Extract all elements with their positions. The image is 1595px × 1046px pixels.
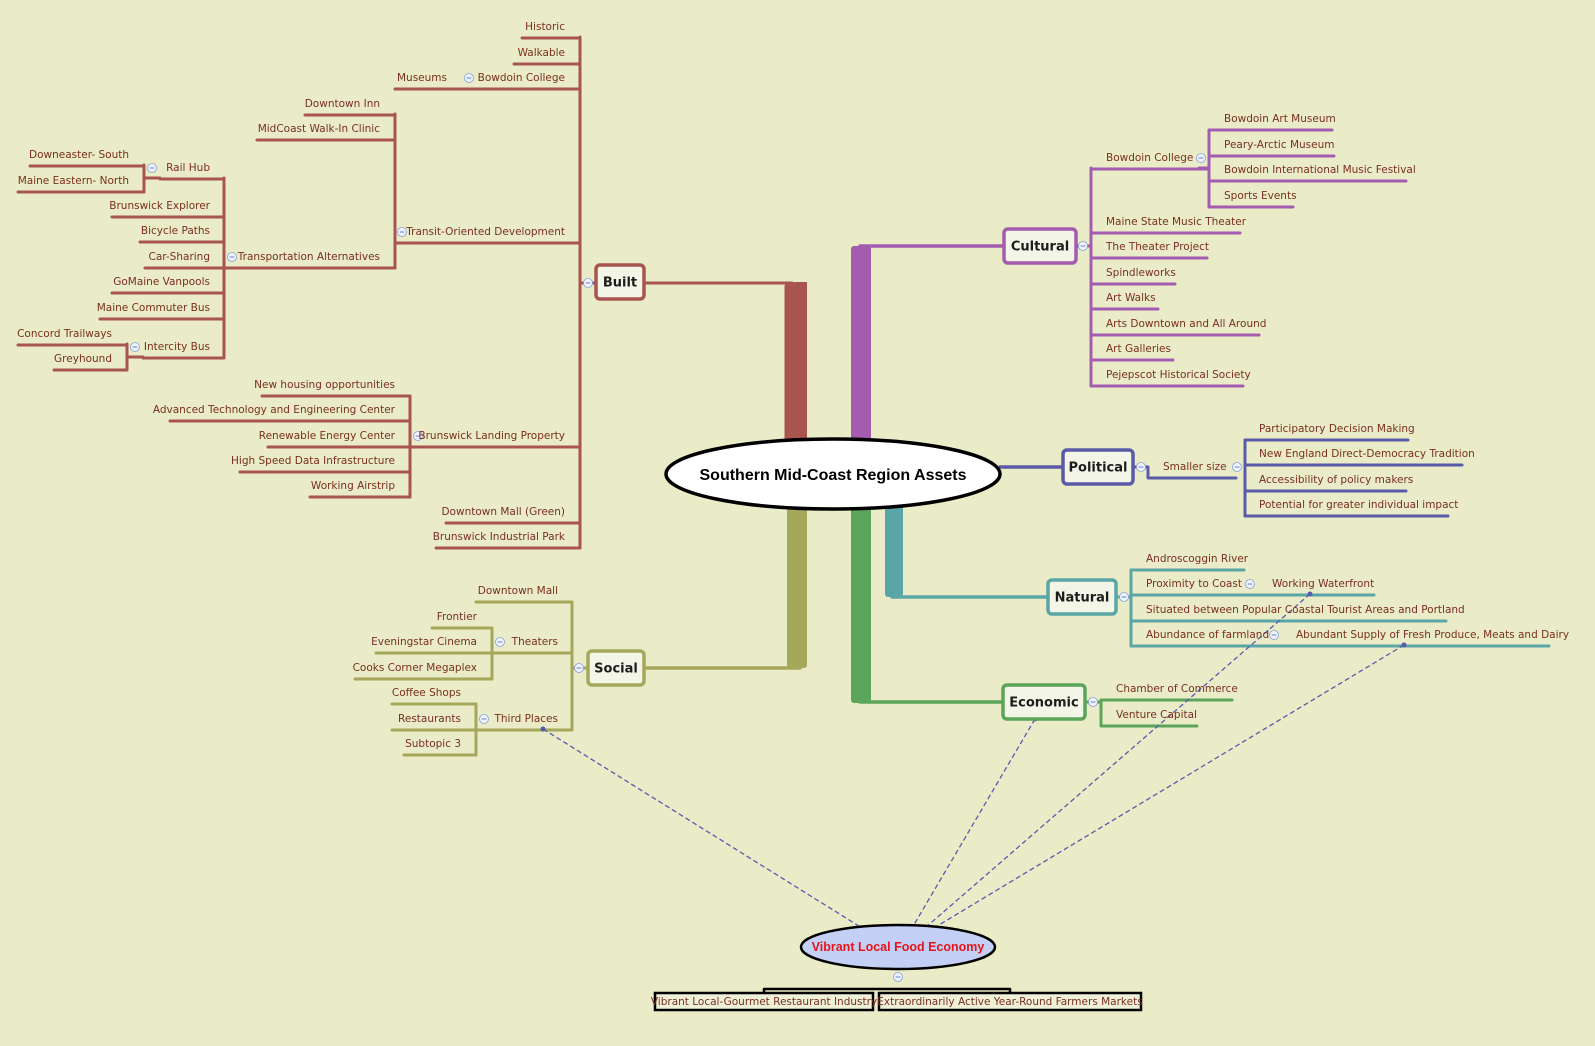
topic-label: Abundance of farmland [1146, 629, 1269, 641]
cultural-branch-bar [851, 246, 871, 446]
natural-branch-bar [885, 500, 903, 597]
topic-label: Car-Sharing [148, 251, 210, 263]
topic-label: New housing opportunities [254, 379, 395, 391]
relationship-link-end [540, 726, 546, 732]
food-child-label: Vibrant Local-Gourmet Restaurant Industr… [651, 996, 877, 1008]
topic-label: Abundant Supply of Fresh Produce, Meats … [1296, 629, 1569, 641]
food-economy-node[interactable] [799, 923, 997, 971]
topic-label: Accessibility of policy makers [1259, 474, 1413, 486]
food-child-box[interactable] [653, 991, 875, 1012]
topic-label: Potential for greater individual impact [1259, 499, 1458, 511]
built-branch-bar [787, 284, 807, 452]
topic-label: Sports Events [1224, 190, 1297, 202]
topic-label: Renewable Energy Center [259, 430, 396, 442]
topic-label: Downtown Mall [478, 585, 558, 597]
political-node-label: Political [1069, 461, 1128, 476]
relationship-link [924, 593, 1311, 929]
food-child-box[interactable] [877, 991, 1143, 1012]
central-node-label: Southern Mid-Coast Region Assets [700, 467, 967, 484]
cultural-node[interactable] [1002, 227, 1078, 265]
topic-label: Maine Commuter Bus [97, 302, 210, 314]
topic-label: New England Direct-Democracy Tradition [1259, 448, 1475, 460]
topic-label: Historic [525, 21, 565, 33]
topic-label: Bowdoin Art Museum [1224, 113, 1336, 125]
topic-label: GoMaine Vanpools [113, 276, 210, 288]
relationship-link [542, 728, 863, 929]
topic-label: Bicycle Paths [141, 225, 210, 237]
topic-label: MidCoast Walk-In Clinic [258, 123, 381, 135]
topic-label: Working Waterfront [1272, 578, 1374, 590]
topic-label: Arts Downtown and All Around [1106, 318, 1266, 330]
topic-label: Frontier [437, 611, 478, 623]
topic-label: The Theater Project [1105, 241, 1209, 253]
topic-label: Coffee Shops [392, 687, 461, 699]
natural-node-label: Natural [1055, 591, 1110, 606]
topic-label: Maine Eastern- North [18, 175, 129, 187]
topic-label: Peary-Arctic Museum [1224, 139, 1334, 151]
topic-label: Museums [397, 72, 447, 84]
political-node[interactable] [1061, 448, 1135, 486]
topic-label: Concord Trailways [17, 328, 112, 340]
topic-label: Downtown Mall (Green) [441, 506, 565, 518]
relationship-link-end [1307, 591, 1313, 597]
topic-label: Androscoggin River [1146, 553, 1249, 565]
built-branch-elbow [795, 282, 807, 290]
topic-label: High Speed Data Infrastructure [231, 455, 395, 467]
topic-label: Spindleworks [1106, 267, 1176, 279]
topic-label: Brunswick Industrial Park [433, 531, 566, 543]
social-node-label: Social [594, 662, 638, 677]
social-node[interactable] [586, 649, 646, 687]
relationship-link [911, 718, 1036, 929]
topic-label: Intercity Bus [144, 341, 210, 353]
topic-label: Situated between Popular Coastal Tourist… [1146, 604, 1465, 616]
topic-label: Brunswick Explorer [109, 200, 210, 212]
central-node[interactable] [664, 437, 1002, 511]
topic-label: Restaurants [398, 713, 461, 725]
topic-label: Greyhound [54, 353, 112, 365]
natural-node[interactable] [1046, 578, 1118, 616]
topic-label: Bowdoin International Music Festival [1224, 164, 1416, 176]
topic-label: Advanced Technology and Engineering Cent… [153, 404, 396, 416]
topic-label: Proximity to Coast [1146, 578, 1242, 590]
topic-label: Bowdoin College [478, 72, 565, 84]
topic-label: Third Places [493, 713, 558, 725]
food-economy-label: Vibrant Local Food Economy [812, 940, 985, 954]
topic-label: Participatory Decision Making [1259, 423, 1415, 435]
built-node-label: Built [603, 276, 637, 291]
topic-label: Subtopic 3 [405, 738, 461, 750]
relationship-link [933, 644, 1405, 929]
topic-label: Chamber of Commerce [1116, 683, 1238, 695]
topic-label: Rail Hub [166, 162, 210, 174]
topic-label: Downeaster- South [29, 149, 129, 161]
topic-label: Venture Capital [1116, 709, 1197, 721]
built-node[interactable] [594, 263, 646, 301]
topic-label: Cooks Corner Megaplex [353, 662, 477, 674]
topic-label: Maine State Music Theater [1106, 216, 1247, 228]
economic-node-label: Economic [1009, 696, 1078, 711]
topic-label: Brunswick Landing Property [418, 430, 565, 442]
topic-label: Working Airstrip [311, 480, 395, 492]
topic-label: Eveningstar Cinema [371, 636, 477, 648]
food-child-label: Extraordinarily Active Year-Round Farmer… [877, 996, 1142, 1008]
topic-label: Walkable [518, 47, 565, 59]
topic-label: Smaller size [1163, 461, 1227, 473]
built-branch [643, 281, 800, 452]
economic-branch-bar [851, 500, 871, 703]
topic-label: Transportation Alternatives [237, 251, 380, 263]
social-branch-bar [787, 500, 807, 668]
topic-label: Bowdoin College [1106, 152, 1193, 164]
relationship-link-end [1401, 642, 1407, 648]
topic-label: Pejepscot Historical Society [1106, 369, 1251, 381]
topic-label: Art Walks [1106, 292, 1156, 304]
cultural-node-label: Cultural [1011, 240, 1069, 255]
topic-label: Downtown Inn [305, 98, 380, 110]
topic-label: Theaters [511, 636, 558, 648]
topic-label: Art Galleries [1106, 343, 1171, 355]
topic-label: Transit-Oriented Development [405, 226, 565, 238]
economic-node[interactable] [1001, 683, 1087, 721]
